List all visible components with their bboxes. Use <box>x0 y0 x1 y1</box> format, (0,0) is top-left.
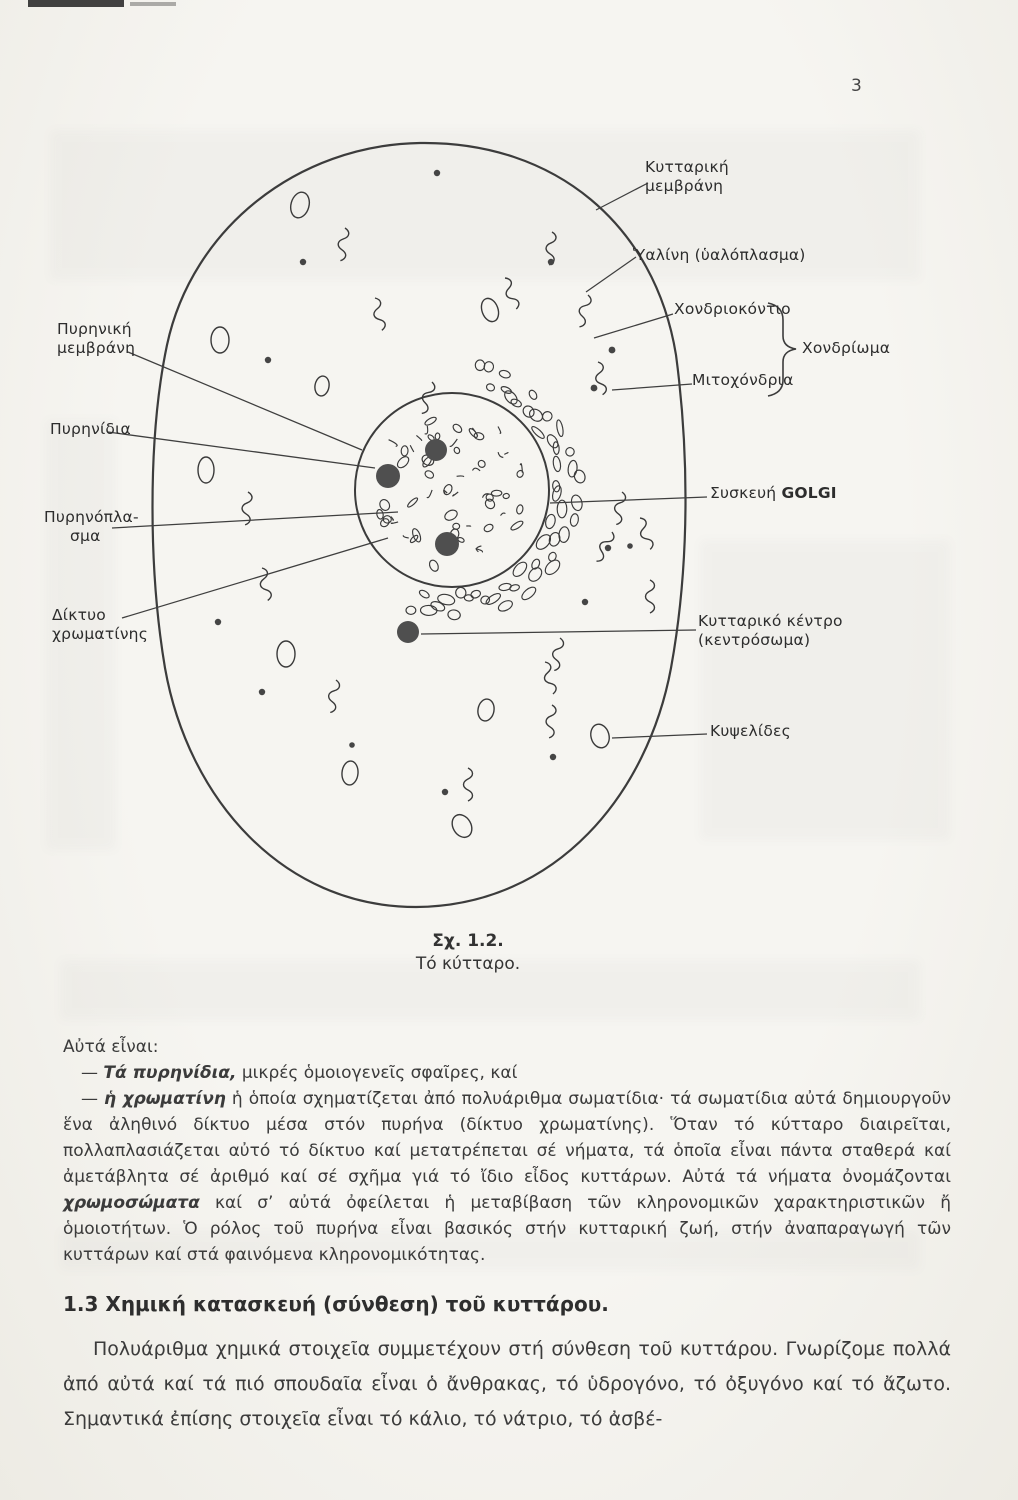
label-text: χρωματίνης <box>52 625 149 643</box>
label-text: μεμβράνη <box>645 177 724 195</box>
chondrioma-brace <box>767 302 797 397</box>
chromatin-network <box>376 416 524 572</box>
label-mitochondria: Μιτοχόνδρια <box>692 371 794 390</box>
body-text-block: Αὐτά εἶναι: — Τά πυρηνίδια, μικρές ὁμοιο… <box>63 1034 951 1437</box>
label-chromatin-network: Δίκτυο χρωματίνης <box>52 606 148 644</box>
label-nucleoplasm: Πυρηνόπλα- σμα <box>44 508 139 546</box>
body-text-segment: — <box>81 1063 104 1083</box>
label-text: Κυτταρική <box>645 158 729 176</box>
scan-edge-mark <box>28 0 124 7</box>
figure-caption: Σχ. 1.2. Τό κύτταρο. <box>368 930 568 976</box>
nucleolus <box>435 532 459 556</box>
label-text: Δίκτυο <box>52 606 106 624</box>
label-text: Χονδριοκόντιο <box>674 300 791 318</box>
label-text: μεμβράνη <box>57 339 136 357</box>
label-text: σμα <box>70 527 101 545</box>
body-intro: Αὐτά εἶναι: <box>63 1037 159 1057</box>
label-vesicles: Κυψελίδες <box>710 722 791 741</box>
label-chondriokontio: Χονδριοκόντιο <box>674 300 791 319</box>
label-text: Ὑαλίνη (ὑαλόπλασμα) <box>633 246 806 264</box>
term-chromatin: ἡ χρωματίνη <box>104 1089 226 1109</box>
body-text-segment: ἡ ὁποία σχηματίζεται ἀπό πολυάριθμα σωμα… <box>63 1089 952 1187</box>
vesicles <box>197 191 610 839</box>
figure-caption-title: Τό κύτταρο. <box>415 954 521 974</box>
label-cell-center: Κυτταρικό κέντρο (κεντρόσωμα) <box>698 612 843 650</box>
label-text: Πυρηνόπλα- <box>44 508 139 526</box>
body-paragraph-chemistry: Πολυάριθμα χημικά στοιχεῖα συμμετέχουν σ… <box>63 1338 951 1430</box>
label-nuclear-membrane: Πυρηνική μεμβράνη <box>57 320 135 358</box>
label-nucleoli: Πυρηνίδια <box>50 420 131 439</box>
label-text: Συσκευή <box>710 484 777 502</box>
cell-membrane-outline <box>151 141 687 909</box>
mitochondria-squiggles <box>239 226 656 802</box>
body-item-nucleoli: — Τά πυρηνίδια, μικρές ὁμοιογενεῖς σφαῖρ… <box>63 1060 951 1086</box>
nucleolus <box>425 439 447 461</box>
label-golgi: Συσκευή GOLGI <box>710 484 837 503</box>
term-chromosomes: χρωμοσώματα <box>63 1193 200 1213</box>
golgi-apparatus <box>405 359 586 621</box>
label-hyaloplasm: Ὑαλίνη (ὑαλόπλασμα) <box>633 246 806 265</box>
term-nucleoli: Τά πυρηνίδια, <box>103 1063 237 1083</box>
nucleolus <box>376 464 400 488</box>
label-text: Χονδρίωμα <box>802 339 891 357</box>
label-text: Μιτοχόνδρια <box>692 371 794 389</box>
label-text: Πυρηνίδια <box>50 420 131 438</box>
centrosome <box>397 621 419 643</box>
nucleus-outline <box>354 392 550 588</box>
leader-lines <box>107 182 708 739</box>
body-text-segment: — <box>81 1089 105 1109</box>
label-text: Πυρηνική <box>57 320 132 338</box>
label-chondrioma: Χονδρίωμα <box>802 339 890 358</box>
label-text: Κυψελίδες <box>710 722 791 740</box>
label-text: Κυτταρικό κέντρο <box>698 612 843 630</box>
label-text: (κεντρόσωμα) <box>698 631 811 649</box>
cell-diagram <box>107 141 797 909</box>
scan-edge-mark <box>130 2 176 6</box>
body-item-chromatin: — ἡ χρωματίνη ἡ ὁποία σχηματίζεται ἀπό π… <box>63 1086 951 1268</box>
label-cell-membrane: Κυτταρική μεμβράνη <box>645 158 729 196</box>
section-heading: 1.3 Χημική κατασκευή (σύνθεση) τοῦ κυττά… <box>63 1292 609 1316</box>
body-text-segment: καί σ’ αὐτά ὀφείλεται ἡ μεταβίβαση τῶν κ… <box>63 1193 951 1265</box>
granule-dots <box>214 169 633 796</box>
figure-caption-number: Σχ. 1.2. <box>432 931 504 951</box>
body-text-segment: μικρές ὁμοιογενεῖς σφαῖρες, καί <box>236 1063 518 1083</box>
page-number: 3 <box>851 76 862 96</box>
label-text: GOLGI <box>781 484 837 502</box>
